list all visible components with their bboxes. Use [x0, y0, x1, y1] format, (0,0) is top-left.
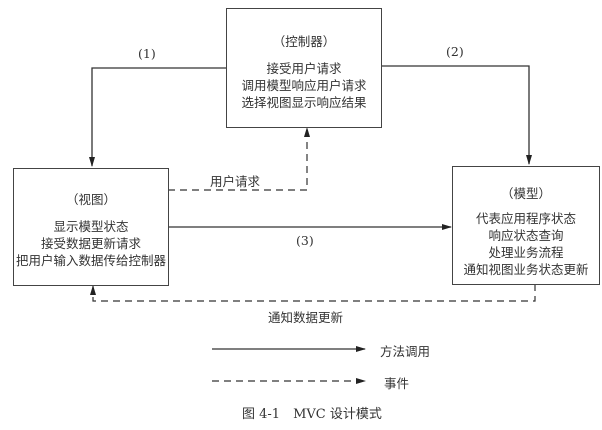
controller-line: 调用模型响应用户请求: [241, 78, 367, 93]
controller-box: （控制器） 接受用户请求 调用模型响应用户请求 选择视图显示响应结果: [226, 8, 382, 128]
edge-controller-to-model: [381, 65, 532, 165]
view-line: 显示模型状态: [53, 219, 129, 234]
controller-title: （控制器）: [272, 34, 336, 49]
model-box: （模型） 代表应用程序状态 响应状态查询 处理业务流程 通知视图业务状态更新: [452, 166, 600, 285]
edge-label-user-request: 用户请求: [210, 174, 261, 189]
controller-line: 选择视图显示响应结果: [241, 95, 367, 110]
model-line: 通知视图业务状态更新: [463, 262, 589, 277]
legend-method-call-label: 方法调用: [380, 344, 431, 359]
edge-model-to-view: [90, 284, 536, 302]
legend-event-label: 事件: [384, 376, 410, 391]
edge-controller-to-view: [89, 67, 226, 167]
view-line: 把用户输入数据传给控制器: [15, 253, 166, 268]
controller-line: 接受用户请求: [266, 61, 342, 76]
model-title: （模型）: [500, 186, 551, 201]
model-line: 代表应用程序状态: [475, 211, 576, 226]
view-box: （视图） 显示模型状态 接受数据更新请求 把用户输入数据传给控制器: [13, 168, 169, 286]
model-line: 处理业务流程: [488, 245, 564, 260]
edge-label-3: (3): [296, 233, 314, 248]
edge-view-to-controller: [168, 127, 310, 191]
figure-caption: 图 4-1 MVC 设计模式: [242, 407, 382, 422]
edge-label-2: (2): [446, 44, 464, 59]
edge-label-1: (1): [138, 46, 156, 61]
view-line: 接受数据更新请求: [40, 236, 141, 251]
model-line: 响应状态查询: [488, 228, 564, 243]
view-title: （视图）: [65, 192, 116, 207]
edge-label-notify-update: 通知数据更新: [268, 310, 344, 325]
